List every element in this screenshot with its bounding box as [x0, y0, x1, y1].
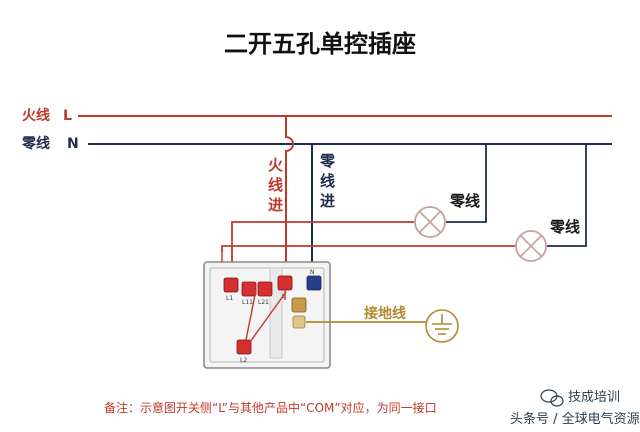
live-in-char-1: 火 [268, 156, 284, 174]
jumper-l-to-l2 [249, 291, 287, 343]
terminal-l11 [241, 281, 257, 297]
terminal-l21-label: L21 [258, 299, 269, 306]
terminal-l-label: L [282, 293, 286, 300]
terminal-l11-label: L11 [242, 299, 253, 306]
neutral-in-char-1: 零 [319, 152, 336, 170]
terminal-l21 [257, 281, 273, 297]
ground-label: 接地线 [364, 305, 406, 322]
lamp1-neutral-wire [446, 144, 487, 223]
neutral-letter: N [67, 136, 79, 152]
lamp2-neutral-wire [547, 144, 587, 247]
diagram-title: 二开五孔单控插座 [224, 30, 416, 58]
terminal-l [277, 275, 293, 291]
terminal-l2 [236, 339, 252, 355]
terminal-l2-label: L2 [240, 357, 247, 364]
lamp1-icon [414, 206, 446, 238]
lamp2-switched-wire [221, 245, 515, 252]
live-in-char-3: 进 [268, 196, 283, 214]
lamp2-icon [515, 230, 547, 262]
wechat-icon [540, 389, 564, 407]
neutral-in-char-3: 进 [320, 192, 335, 210]
footnote: 备注：示意图开关侧“L”与其他产品中“COM”对应，为同一接口 [104, 400, 437, 415]
lamp2-neutral-label: 零线 [549, 218, 580, 236]
live-letter: L [63, 108, 72, 124]
live-in-char-2: 线 [268, 176, 283, 194]
ground-icon [425, 309, 459, 343]
neutral-label: 零线 [21, 135, 50, 152]
jumper-l-to-l1 [245, 289, 286, 341]
terminal-l1-label: L1 [226, 295, 233, 302]
lamp1-switched-wire [231, 221, 414, 270]
terminal-n [306, 275, 322, 291]
terminal-l1 [223, 277, 239, 293]
lamp1-neutral-label: 零线 [449, 192, 480, 210]
live-in-wire [285, 116, 294, 270]
watermark-brand: 技成培训 [568, 389, 620, 405]
watermark-source: 头条号 / 全球电气资源 [510, 411, 640, 427]
neutral-in-char-2: 线 [320, 172, 335, 190]
terminal-n-label: N [310, 269, 315, 276]
terminal-ground [291, 297, 307, 329]
live-label: 火线 [22, 107, 50, 124]
